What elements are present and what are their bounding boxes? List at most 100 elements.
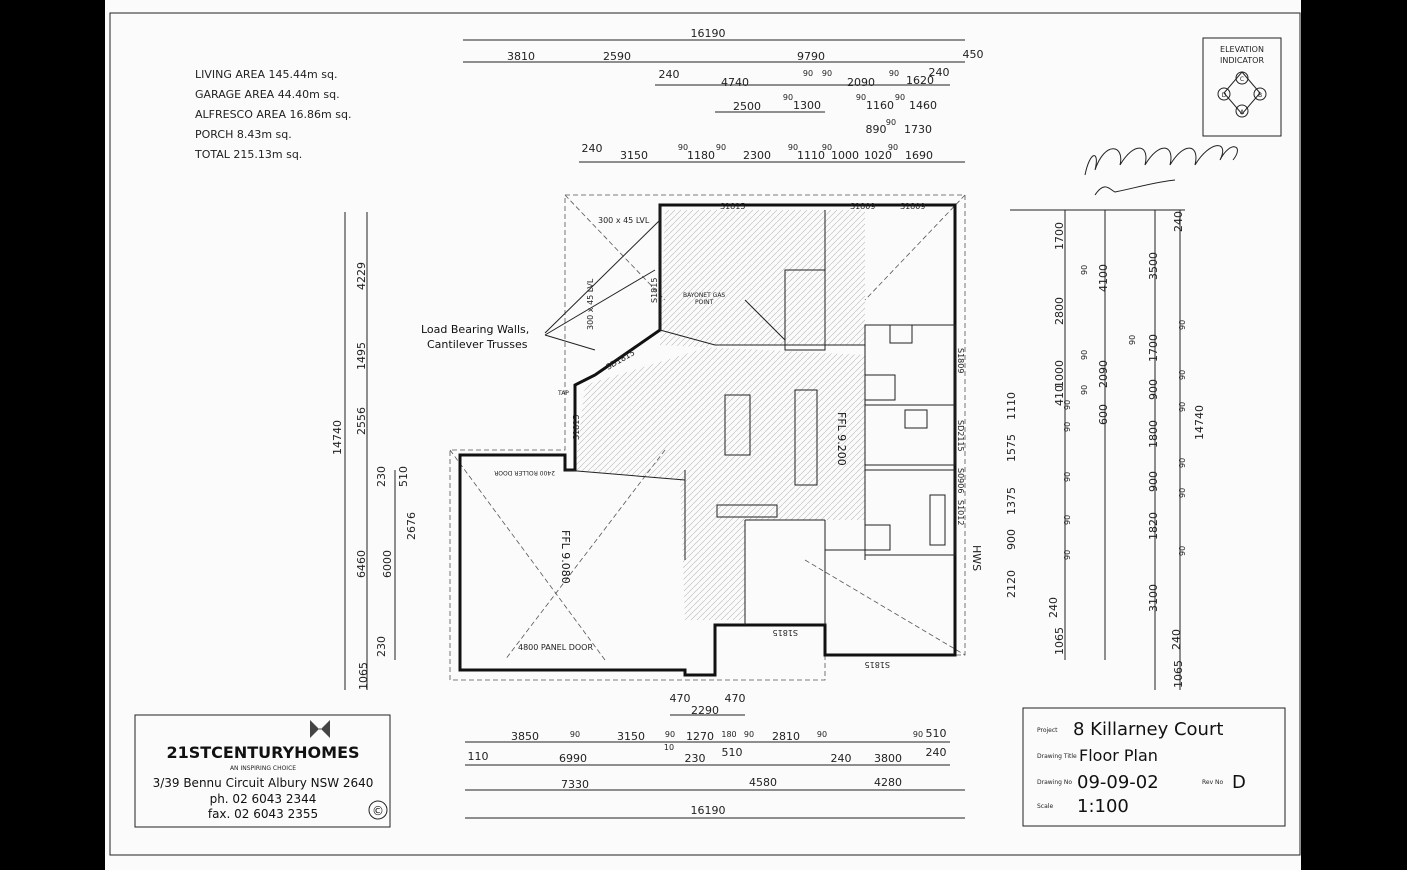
company-fax: fax. 02 6043 2355 bbox=[208, 807, 318, 821]
top-dim: 90 bbox=[783, 93, 793, 102]
bottom-dim: 3150 bbox=[617, 730, 645, 743]
project-label: Project bbox=[1037, 727, 1058, 734]
left-dim: 510 bbox=[397, 466, 410, 487]
window-label: SD1815 bbox=[605, 348, 637, 372]
area-line-garage: GARAGE AREA 44.40m sq. bbox=[195, 88, 340, 101]
left-dim: 1495 bbox=[355, 342, 368, 370]
top-dim: 90 bbox=[788, 143, 798, 152]
bottom-dim: 6990 bbox=[559, 752, 587, 765]
elevation-a: A bbox=[1240, 109, 1245, 116]
top-dim: 90 bbox=[822, 143, 832, 152]
left-dimensions: 14740 4229 1495 2556 230 6460 230 1065 5… bbox=[331, 212, 418, 690]
gas-point-note-2: POINT bbox=[695, 299, 714, 306]
drawing-title-value: Floor Plan bbox=[1079, 746, 1158, 765]
scale-label: Scale bbox=[1037, 803, 1053, 810]
right-dim: 1700 bbox=[1053, 222, 1066, 250]
right-dim: 90 bbox=[1063, 472, 1072, 482]
signature-mark bbox=[1084, 145, 1238, 196]
top-dim: 2300 bbox=[743, 149, 771, 162]
panel-door-label: 4800 PANEL DOOR bbox=[518, 643, 593, 652]
right-dim: 90 bbox=[1063, 422, 1072, 432]
top-dim: 450 bbox=[963, 48, 984, 61]
top-dim: 240 bbox=[659, 68, 680, 81]
elevation-d: D bbox=[1222, 92, 1227, 99]
top-dim: 90 bbox=[889, 69, 899, 78]
gas-point-note-1: BAYONET GAS bbox=[683, 292, 725, 299]
window-label: S1815 bbox=[720, 202, 745, 211]
bottom-dim: 3800 bbox=[874, 752, 902, 765]
left-dim: 2676 bbox=[405, 512, 418, 540]
right-dim: 90 bbox=[1178, 370, 1187, 380]
drawing-sheet: LIVING AREA 145.44m sq. GARAGE AREA 44.4… bbox=[105, 0, 1301, 870]
elevation-diamond-icon bbox=[1223, 71, 1261, 115]
right-dim: 90 bbox=[1178, 402, 1187, 412]
kitchen-bench bbox=[794, 389, 818, 486]
right-overall-dim: 14740 bbox=[1193, 405, 1206, 440]
top-dim: 1460 bbox=[909, 99, 937, 112]
company-logo-icon bbox=[310, 720, 330, 738]
top-dim: 90 bbox=[803, 69, 813, 78]
right-dim: 1065 bbox=[1053, 627, 1066, 655]
top-overall-dim: 16190 bbox=[691, 27, 726, 40]
right-dim: 240 bbox=[1172, 211, 1185, 232]
load-bearing-note-2: Cantilever Trusses bbox=[427, 338, 528, 351]
right-dim: 2800 bbox=[1053, 297, 1066, 325]
company-phone: ph. 02 6043 2344 bbox=[210, 792, 317, 806]
bottom-dim: 90 bbox=[744, 730, 754, 739]
bottom-dim: 4280 bbox=[874, 776, 902, 789]
right-dim: 900 bbox=[1147, 471, 1160, 492]
top-dim: 890 bbox=[866, 123, 887, 136]
top-dim: 90 bbox=[678, 143, 688, 152]
bottom-dimensions: 3850 90 3150 90 1270 180 90 2810 90 90 5… bbox=[465, 692, 965, 819]
window-label: S1809 bbox=[850, 202, 875, 211]
top-dim: 1180 bbox=[687, 149, 715, 162]
right-dim: 900 bbox=[1147, 379, 1160, 400]
top-dim: 1000 bbox=[831, 149, 859, 162]
bottom-dim: 510 bbox=[926, 727, 947, 740]
left-dim: 6000 bbox=[381, 550, 394, 578]
area-schedule: LIVING AREA 145.44m sq. GARAGE AREA 44.4… bbox=[194, 68, 351, 161]
copyright-symbol: © bbox=[372, 804, 384, 818]
area-line-alfresco: ALFRESCO AREA 16.86m sq. bbox=[195, 108, 351, 121]
elevation-indicator: ELEVATION INDICATOR C D B A bbox=[1202, 37, 1282, 137]
rev-label: Rev No bbox=[1202, 779, 1224, 786]
top-dim: 1160 bbox=[866, 99, 894, 112]
area-line-living: LIVING AREA 145.44m sq. bbox=[195, 68, 337, 81]
right-dim: 600 bbox=[1097, 404, 1110, 425]
top-dim: 90 bbox=[888, 143, 898, 152]
left-overall-dim: 14740 bbox=[331, 420, 344, 455]
house-plan bbox=[449, 194, 966, 681]
company-name: 21STCENTURYHOMES bbox=[166, 743, 359, 762]
top-dim: 2590 bbox=[603, 50, 631, 63]
bottom-dim: 1270 bbox=[686, 730, 714, 743]
title-block: Project 8 Killarney Court Drawing Title … bbox=[1022, 707, 1286, 827]
left-dim: 1065 bbox=[357, 662, 370, 690]
plan-annotations: Load Bearing Walls, Cantilever Trusses 3… bbox=[421, 202, 983, 669]
window-label: S1815 bbox=[650, 278, 659, 303]
top-dim: 3150 bbox=[620, 149, 648, 162]
window-label: S1809 bbox=[900, 202, 925, 211]
top-dim: 240 bbox=[929, 66, 950, 79]
top-dim: 1620 bbox=[906, 74, 934, 87]
right-dim: 90 bbox=[1178, 320, 1187, 330]
top-dim: 2090 bbox=[847, 76, 875, 89]
window-label: S1012 bbox=[956, 500, 965, 525]
copyright-icon bbox=[368, 800, 388, 820]
right-dim: 90 bbox=[1128, 335, 1137, 345]
right-dim: 90 bbox=[1063, 515, 1072, 525]
top-dim: 90 bbox=[895, 93, 905, 102]
left-dim: 230 bbox=[375, 636, 388, 657]
elevation-c: C bbox=[1240, 76, 1244, 83]
right-dim: 90 bbox=[1080, 350, 1089, 360]
top-dim: 90 bbox=[886, 118, 896, 127]
porch-dim: 470 bbox=[725, 692, 746, 705]
right-dim: 90 bbox=[1063, 550, 1072, 560]
top-dim: 3810 bbox=[507, 50, 535, 63]
window-label: S1815 bbox=[773, 628, 798, 637]
right-dim: 3100 bbox=[1147, 584, 1160, 612]
right-dim: 2120 bbox=[1005, 570, 1018, 598]
right-dim: 3500 bbox=[1147, 252, 1160, 280]
roller-door-label: 2400 ROLLER DOOR bbox=[494, 469, 555, 476]
elevation-b: B bbox=[1258, 92, 1262, 99]
right-dim: 90 bbox=[1178, 488, 1187, 498]
